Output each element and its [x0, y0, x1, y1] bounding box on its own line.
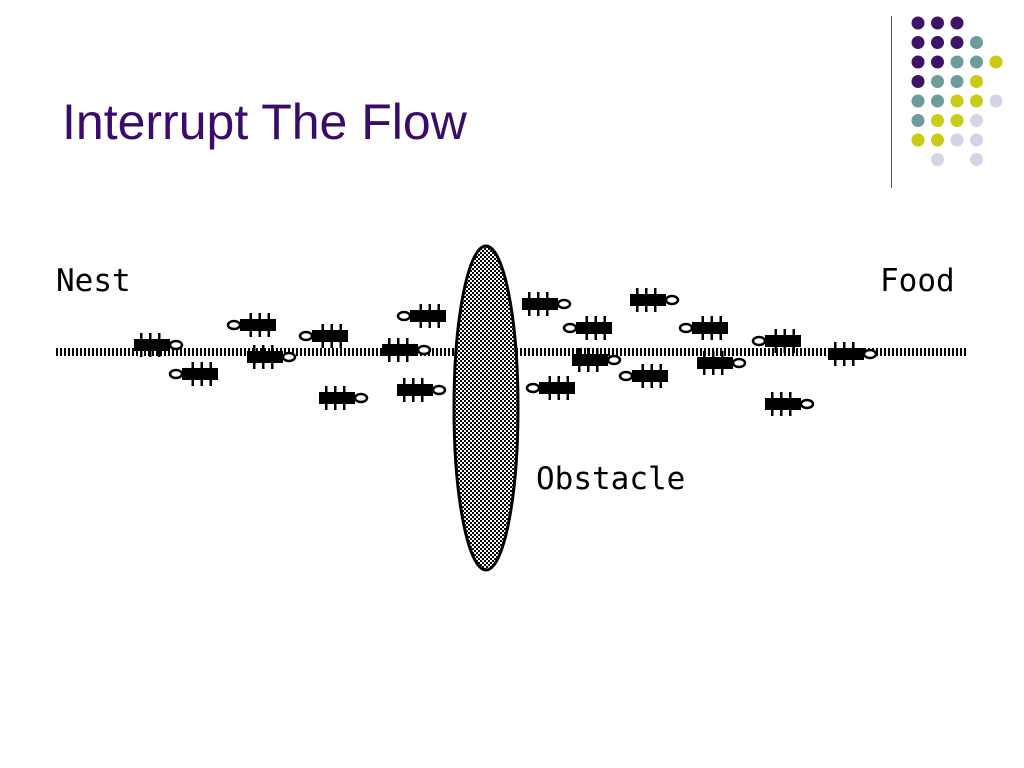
dot-lavender — [970, 153, 983, 166]
title-divider-line — [891, 16, 892, 188]
ant-icon — [751, 329, 801, 353]
dot-teal — [950, 75, 964, 88]
dot-purple — [911, 36, 925, 49]
dot-yellow — [970, 75, 983, 88]
dot-purple — [931, 36, 944, 49]
dot-teal — [911, 94, 925, 108]
dot-lavender — [989, 94, 1003, 108]
decorative-dot-grid — [911, 16, 1003, 166]
dot-purple — [931, 16, 944, 30]
dot-yellow — [950, 114, 964, 127]
dot-teal — [970, 36, 983, 49]
dot-yellow — [931, 133, 944, 147]
dot-purple — [950, 16, 964, 30]
ant-icon — [397, 378, 447, 402]
dot-lavender — [950, 133, 964, 147]
dot-lavender — [931, 153, 944, 166]
dot-teal — [911, 114, 925, 127]
pheromone-trail-right — [516, 348, 968, 356]
ant-icon — [572, 348, 622, 372]
ant-icon — [168, 362, 218, 386]
nest-label: Nest — [56, 263, 131, 299]
dot-purple — [911, 75, 925, 88]
ant-icon — [382, 338, 432, 362]
dot-yellow — [970, 94, 983, 108]
ant-icon — [630, 288, 680, 312]
obstacle-shape — [452, 244, 520, 572]
dot-purple — [950, 36, 964, 49]
ant-icon — [298, 324, 348, 348]
dot-teal — [931, 75, 944, 88]
ant-icon — [697, 351, 747, 375]
food-label: Food — [880, 263, 955, 299]
dot-lavender — [970, 114, 983, 127]
ant-icon — [226, 313, 276, 337]
dot-yellow — [911, 133, 925, 147]
ants-group — [134, 288, 878, 416]
dot-purple — [931, 55, 944, 69]
dot-teal — [931, 94, 944, 108]
ant-icon — [562, 316, 612, 340]
dot-lavender — [970, 133, 983, 147]
dot-yellow — [931, 114, 944, 127]
ant-icon — [525, 376, 575, 400]
dot-purple — [911, 16, 925, 30]
ant-icon — [247, 345, 297, 369]
ant-icon — [522, 292, 572, 316]
ant-icon — [396, 304, 446, 328]
slide-title: Interrupt The Flow — [62, 94, 467, 150]
ant-icon — [319, 386, 369, 410]
dot-yellow — [950, 94, 964, 108]
dot-purple — [911, 55, 925, 69]
ant-icon — [828, 342, 878, 366]
dot-teal — [950, 55, 964, 69]
dot-yellow — [989, 55, 1003, 69]
ant-icon — [678, 316, 728, 340]
ant-icon — [618, 364, 668, 388]
ant-icon — [134, 333, 184, 357]
obstacle-label: Obstacle — [536, 461, 686, 497]
ant-icon — [765, 392, 815, 416]
dot-teal — [970, 55, 983, 69]
